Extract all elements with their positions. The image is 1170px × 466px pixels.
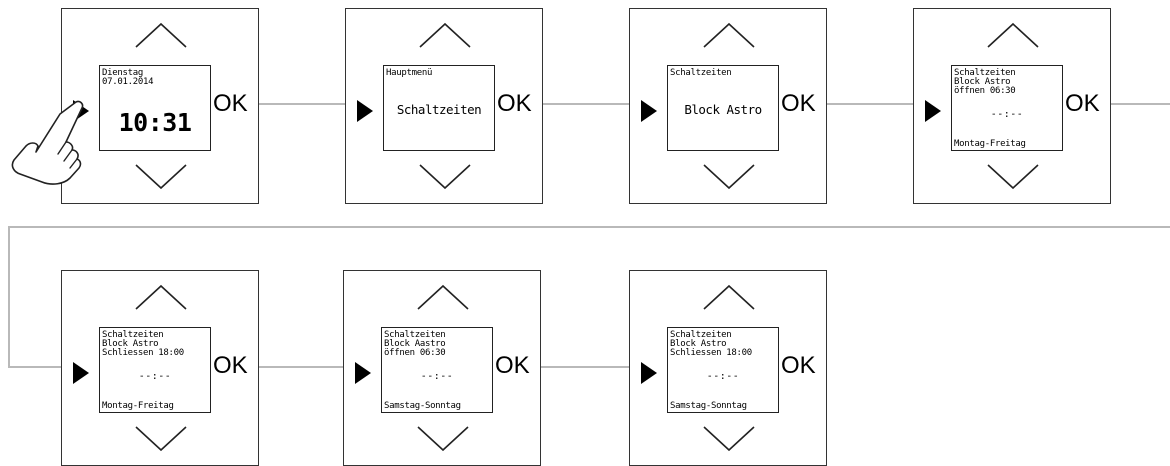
screen-line-1: Schaltzeiten	[384, 330, 446, 340]
chevron-up-icon[interactable]	[416, 283, 470, 313]
menu-header: Schaltzeiten	[670, 68, 732, 78]
play-icon[interactable]	[357, 100, 373, 122]
screen-line-1: Schaltzeiten	[102, 330, 164, 340]
menu-item: Block Astro	[684, 102, 762, 117]
display-screen: Schaltzeiten Block Astro öffnen 06:30 --…	[951, 65, 1063, 151]
screen-line-1: Schaltzeiten	[954, 68, 1016, 78]
ok-button[interactable]: OK	[1065, 90, 1100, 117]
display-screen: Hauptmenü Schaltzeiten	[383, 65, 495, 151]
device-panel-1: Dienstag 07.01.2014 10:31 OK	[61, 8, 259, 204]
ok-button[interactable]: OK	[495, 352, 530, 379]
screen-footer: Montag-Freitag	[102, 401, 174, 411]
play-icon[interactable]	[641, 100, 657, 122]
chevron-down-icon[interactable]	[986, 161, 1040, 191]
device-panel-4: Schaltzeiten Block Astro öffnen 06:30 --…	[913, 8, 1111, 204]
time-placeholder: --:--	[138, 371, 172, 382]
chevron-down-icon[interactable]	[702, 423, 756, 453]
device-panel-2: Hauptmenü Schaltzeiten OK	[345, 8, 543, 204]
display-screen: Dienstag 07.01.2014 10:31	[99, 65, 211, 151]
connector-row-wrap-top	[8, 226, 1170, 228]
connector-4-out	[1111, 103, 1170, 105]
screen-line-3: Schliessen 18:00	[670, 348, 752, 358]
screen-line-3: Schliessen 18:00	[102, 348, 184, 358]
device-panel-3: Schaltzeiten Block Astro OK	[629, 8, 827, 204]
play-icon[interactable]	[73, 362, 89, 384]
connector-2-3	[542, 103, 630, 105]
menu-header: Hauptmenü	[386, 68, 433, 78]
connector-5-6	[259, 366, 343, 368]
chevron-down-icon[interactable]	[134, 423, 188, 453]
connector-6-7	[540, 366, 630, 368]
clock-time: 10:31	[118, 108, 192, 137]
chevron-up-icon[interactable]	[134, 21, 188, 51]
chevron-up-icon[interactable]	[986, 21, 1040, 51]
ok-button[interactable]: OK	[213, 90, 248, 117]
screen-footer: Samstag-Sonntag	[670, 401, 747, 411]
screen-line-3: öffnen 06:30	[384, 348, 446, 358]
connector-row-wrap-down	[8, 226, 10, 368]
chevron-down-icon[interactable]	[134, 161, 188, 191]
display-screen: Schaltzeiten Block Aastro öffnen 06:30 -…	[381, 327, 493, 413]
time-placeholder: --:--	[420, 371, 454, 382]
ok-button[interactable]: OK	[781, 90, 816, 117]
display-screen: Schaltzeiten Block Astro	[667, 65, 779, 151]
connector-3-4	[826, 103, 914, 105]
play-icon[interactable]	[355, 362, 371, 384]
chevron-up-icon[interactable]	[134, 283, 188, 313]
weekday-label: Dienstag	[102, 68, 143, 78]
chevron-down-icon[interactable]	[418, 161, 472, 191]
ok-button[interactable]: OK	[781, 352, 816, 379]
menu-item: Schaltzeiten	[396, 102, 482, 117]
display-screen: Schaltzeiten Block Astro Schliessen 18:0…	[99, 327, 211, 413]
device-panel-5: Schaltzeiten Block Astro Schliessen 18:0…	[61, 270, 259, 466]
ok-button[interactable]: OK	[497, 90, 532, 117]
screen-line-2: Block Astro	[670, 339, 727, 349]
date-label: 07.01.2014	[102, 77, 154, 87]
time-placeholder: --:--	[990, 109, 1024, 120]
device-panel-6: Schaltzeiten Block Aastro öffnen 06:30 -…	[343, 270, 541, 466]
screen-line-2: Block Astro	[102, 339, 159, 349]
screen-line-2: Block Astro	[954, 77, 1011, 87]
chevron-down-icon[interactable]	[702, 161, 756, 191]
ok-button[interactable]: OK	[213, 352, 248, 379]
screen-footer: Montag-Freitag	[954, 139, 1026, 149]
device-panel-7: Schaltzeiten Block Astro Schliessen 18:0…	[629, 270, 827, 466]
play-icon[interactable]	[641, 362, 657, 384]
screen-line-1: Schaltzeiten	[670, 330, 732, 340]
chevron-up-icon[interactable]	[702, 283, 756, 313]
connector-row-wrap-in	[8, 366, 62, 368]
chevron-up-icon[interactable]	[702, 21, 756, 51]
play-icon[interactable]	[925, 100, 941, 122]
chevron-down-icon[interactable]	[416, 423, 470, 453]
screen-footer: Samstag-Sonntag	[384, 401, 461, 411]
screen-line-3: öffnen 06:30	[954, 86, 1016, 96]
chevron-up-icon[interactable]	[418, 21, 472, 51]
time-placeholder: --:--	[706, 371, 740, 382]
screen-line-2: Block Aastro	[384, 339, 446, 349]
connector-1-2	[259, 103, 345, 105]
pointing-hand-icon	[11, 100, 84, 185]
display-screen: Schaltzeiten Block Astro Schliessen 18:0…	[667, 327, 779, 413]
